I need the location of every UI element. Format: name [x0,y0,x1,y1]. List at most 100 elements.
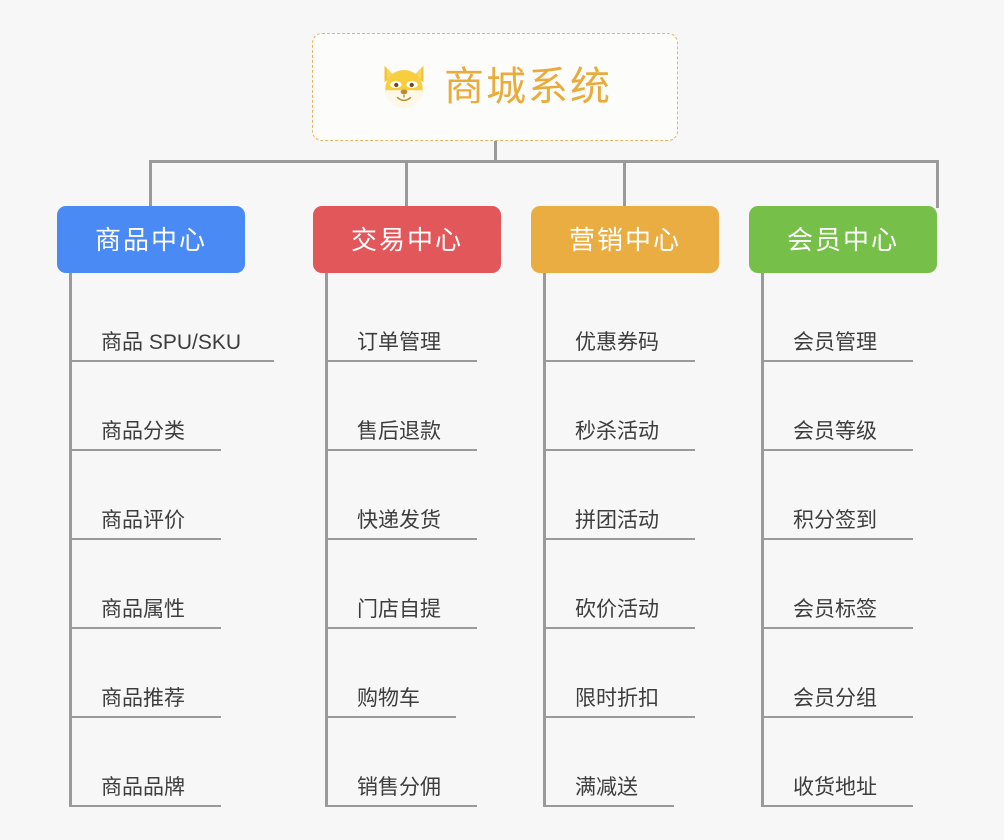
leaf-underline [69,449,221,451]
leaf-item-label: 拼团活动 [575,509,659,532]
leaf-item-label: 商品推荐 [101,687,185,710]
leaf-item-label: 秒杀活动 [575,420,659,443]
leaf-item[interactable]: 购物车 [313,629,501,718]
leaf-underline [69,360,274,362]
leaf-item[interactable]: 优惠券码 [531,273,719,362]
column-spine [761,273,764,807]
leaf-underline [69,805,221,807]
leaf-item-label: 会员分组 [793,687,877,710]
leaf-item-label: 积分签到 [793,509,877,532]
leaf-item-label: 订单管理 [357,331,441,354]
leaf-item-label: 快递发货 [357,509,441,532]
leaf-item[interactable]: 拼团活动 [531,451,719,540]
leaf-underline [325,627,477,629]
leaf-underline [543,360,695,362]
column-spine [325,273,328,807]
leaf-item-label: 收货地址 [793,776,877,799]
leaf-item[interactable]: 会员标签 [749,540,937,629]
connector-root-stem [494,141,497,162]
leaf-item-label: 商品分类 [101,420,185,443]
leaf-item[interactable]: 满减送 [531,718,719,807]
leaf-list: 会员管理会员等级积分签到会员标签会员分组收货地址 [749,273,937,807]
leaf-item[interactable]: 商品推荐 [57,629,245,718]
dog-face-icon [378,61,430,113]
leaf-item-label: 购物车 [357,687,420,710]
leaf-item[interactable]: 门店自提 [313,540,501,629]
leaf-item[interactable]: 销售分佣 [313,718,501,807]
leaf-underline [325,538,477,540]
connector-drop-1 [149,160,152,208]
category-header-trade-center[interactable]: 交易中心 [313,206,501,273]
leaf-item[interactable]: 商品分类 [57,362,245,451]
leaf-item[interactable]: 秒杀活动 [531,362,719,451]
leaf-item-label: 会员管理 [793,331,877,354]
leaf-underline [69,716,221,718]
leaf-item-label: 售后退款 [357,420,441,443]
leaf-underline [761,449,913,451]
leaf-list: 订单管理售后退款快递发货门店自提购物车销售分佣 [313,273,501,807]
leaf-underline [69,627,221,629]
connector-drop-3 [623,160,626,208]
leaf-underline [543,805,674,807]
category-header-product-center[interactable]: 商品中心 [57,206,245,273]
leaf-list: 商品 SPU/SKU 商品分类商品评价商品属性商品推荐商品品牌 [57,273,274,807]
leaf-item-label: 限时折扣 [575,687,659,710]
category-header-label: 会员中心 [786,224,899,255]
leaf-item[interactable]: 商品品牌 [57,718,245,807]
leaf-underline [761,805,913,807]
leaf-item[interactable]: 订单管理 [313,273,501,362]
leaf-underline [69,538,221,540]
category-header-member-center[interactable]: 会员中心 [749,206,937,273]
leaf-list: 优惠券码秒杀活动拼团活动砍价活动限时折扣满减送 [531,273,719,807]
leaf-item-label: 商品 SPU/SKU [101,331,242,354]
leaf-item-label: 优惠券码 [575,331,659,354]
leaf-item[interactable]: 会员管理 [749,273,937,362]
category-header-marketing-center[interactable]: 营销中心 [531,206,719,273]
leaf-underline [543,449,695,451]
leaf-underline [543,716,695,718]
category-header-label: 商品中心 [94,224,207,255]
leaf-underline [325,805,477,807]
leaf-item-label: 砍价活动 [575,598,659,621]
connector-drop-2 [405,160,408,208]
root-title: 商城系统 [444,65,612,109]
category-header-label: 交易中心 [350,224,463,255]
leaf-underline [325,360,477,362]
leaf-underline [325,716,456,718]
leaf-underline [761,538,913,540]
leaf-item[interactable]: 商品评价 [57,451,245,540]
leaf-item[interactable]: 快递发货 [313,451,501,540]
leaf-underline [761,716,913,718]
leaf-item-label: 会员标签 [793,598,877,621]
column-spine [69,273,72,807]
leaf-item[interactable]: 会员分组 [749,629,937,718]
leaf-underline [325,449,477,451]
leaf-underline [543,538,695,540]
leaf-underline [543,627,695,629]
leaf-item-label: 销售分佣 [357,776,441,799]
leaf-item-label: 商品属性 [101,598,185,621]
leaf-item-label: 会员等级 [793,420,877,443]
category-column-product-center: 商品中心商品 SPU/SKU 商品分类商品评价商品属性商品推荐商品品牌 [57,206,274,807]
root-node[interactable]: 商城系统 [312,33,678,141]
category-column-marketing-center: 营销中心优惠券码秒杀活动拼团活动砍价活动限时折扣满减送 [531,206,719,807]
leaf-item[interactable]: 积分签到 [749,451,937,540]
category-column-member-center: 会员中心会员管理会员等级积分签到会员标签会员分组收货地址 [749,206,937,807]
leaf-underline [761,627,913,629]
leaf-item[interactable]: 限时折扣 [531,629,719,718]
leaf-item[interactable]: 收货地址 [749,718,937,807]
leaf-item[interactable]: 商品属性 [57,540,245,629]
leaf-item-label: 商品品牌 [101,776,185,799]
leaf-item-label: 商品评价 [101,509,185,532]
column-spine [543,273,546,807]
leaf-item[interactable]: 售后退款 [313,362,501,451]
category-header-label: 营销中心 [568,224,681,255]
category-column-trade-center: 交易中心订单管理售后退款快递发货门店自提购物车销售分佣 [313,206,501,807]
leaf-item[interactable]: 砍价活动 [531,540,719,629]
connector-horizontal-bus [149,160,939,163]
leaf-item-label: 满减送 [575,776,638,799]
leaf-item-label: 门店自提 [357,598,441,621]
leaf-item[interactable]: 会员等级 [749,362,937,451]
leaf-item[interactable]: 商品 SPU/SKU [57,273,274,362]
